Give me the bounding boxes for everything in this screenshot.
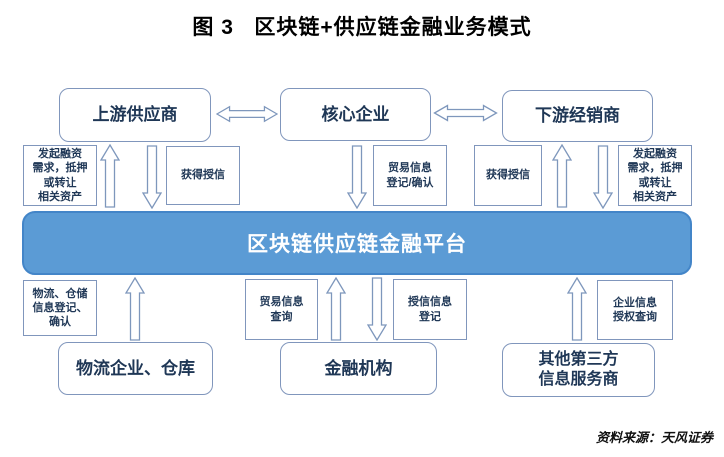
node-core-enterprise: 核心企业 <box>280 88 431 141</box>
tag-obtain-credit-right: 获得授信 <box>474 145 542 206</box>
figure-title: 图 3 区块链+供应链金融业务模式 <box>192 16 532 39</box>
tag-obtain-credit-left: 获得授信 <box>166 146 240 205</box>
node-third-party-info-provider: 其他第三方 信息服务商 <box>502 343 655 397</box>
down-arrow-icon <box>593 145 613 209</box>
up-arrow-icon <box>326 277 346 341</box>
up-arrow-icon <box>567 277 587 341</box>
double-horizontal-arrow-icon <box>216 105 278 123</box>
tag-credit-info-register: 授信信息 登记 <box>393 279 467 340</box>
down-arrow-icon <box>367 277 387 341</box>
node-financial-institution: 金融机构 <box>280 342 437 395</box>
node-upstream-supplier: 上游供应商 <box>59 88 211 142</box>
up-arrow-icon <box>125 277 145 341</box>
platform-label: 区块链供应链金融平台 <box>247 233 467 256</box>
double-horizontal-arrow-icon <box>433 104 498 122</box>
node-downstream-distributor: 下游经销商 <box>502 90 653 142</box>
down-arrow-icon <box>142 145 162 209</box>
tag-initiate-financing-left: 发起融资 需求，抵押 或转让 相关资产 <box>23 145 97 206</box>
tag-trade-info-query: 贸易信息 查询 <box>245 279 318 340</box>
blockchain-platform-bar: 区块链供应链金融平台 <box>22 211 692 275</box>
source-note: 资料来源：天风证券 <box>595 430 713 445</box>
tag-logistics-warehouse-register: 物流、仓储 信息登记、 确认 <box>23 280 97 336</box>
up-arrow-icon <box>552 144 572 208</box>
tag-trade-info-register-confirm: 贸易信息 登记/确认 <box>373 145 447 206</box>
up-arrow-icon <box>100 144 120 208</box>
down-arrow-icon <box>347 145 367 209</box>
tag-initiate-financing-right: 发起融资 需求，抵押 或转让 相关资产 <box>618 145 692 206</box>
node-logistics-warehouse: 物流企业、仓库 <box>58 342 213 395</box>
tag-enterprise-info-authorized-query: 企业信息 授权查询 <box>597 280 673 340</box>
